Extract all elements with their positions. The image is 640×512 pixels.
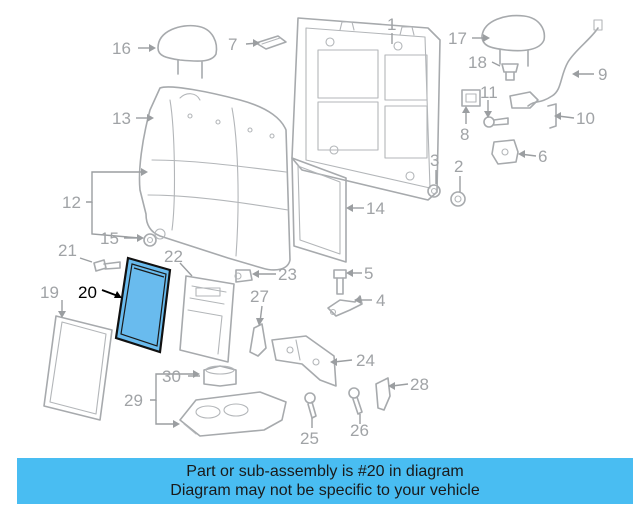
callout-12: 12 — [62, 193, 81, 212]
callout-15: 15 — [100, 229, 119, 248]
part-13-seatback-cushion — [138, 86, 291, 271]
part-24-bracket — [271, 335, 337, 387]
callout-6: 6 — [538, 147, 547, 166]
callout-23: 23 — [278, 265, 297, 284]
part-15-grommet-b — [154, 228, 166, 240]
part-9-cable — [527, 19, 603, 107]
callout-26: 26 — [350, 421, 369, 440]
leader-lines — [58, 33, 594, 428]
part-5-bolt — [333, 269, 347, 295]
callout-3: 3 — [430, 151, 439, 170]
callout-19: 19 — [40, 283, 59, 302]
callout-5: 5 — [364, 264, 373, 283]
callout-14: 14 — [366, 199, 385, 218]
callout-4: 4 — [376, 291, 385, 310]
callout-22: 22 — [164, 247, 183, 266]
callout-7: 7 — [228, 35, 237, 54]
part-8-button — [461, 89, 481, 107]
callout-29: 29 — [124, 391, 143, 410]
part-16-headrest — [157, 24, 218, 79]
part-30-cupholder — [203, 365, 237, 387]
callout-9: 9 — [598, 65, 607, 84]
caption-banner: Part or sub-assembly is #20 in diagram D… — [17, 458, 633, 504]
caption-line-2: Diagram may not be specific to your vehi… — [170, 482, 480, 499]
part-26-bolt — [348, 387, 363, 415]
part-20-highlighted-panel — [114, 256, 172, 354]
part-25-bolt — [304, 392, 317, 419]
part-29-armrest — [179, 391, 287, 437]
callout-2: 2 — [454, 157, 463, 176]
part-23-plug — [234, 269, 253, 283]
parts-diagram-svg: 1 2 3 4 5 6 7 8 9 10 11 12 13 14 15 16 1… — [40, 14, 607, 448]
callout-25: 25 — [300, 429, 319, 448]
part-3-bushing — [427, 184, 441, 198]
part-14-back-panel — [291, 157, 347, 263]
part-15-grommet — [143, 233, 157, 247]
callout-labels: 1 2 3 4 5 6 7 8 9 10 11 12 13 14 15 16 1… — [40, 15, 607, 448]
callout-24: 24 — [356, 351, 375, 370]
parts-diagram: 1 2 3 4 5 6 7 8 9 10 11 12 13 14 15 16 1… — [40, 14, 607, 448]
part-27-clip — [249, 323, 267, 357]
callout-13: 13 — [112, 109, 131, 128]
callout-18: 18 — [468, 53, 487, 72]
part-19-panel — [43, 315, 113, 421]
part-7-clip — [255, 35, 287, 50]
callout-1: 1 — [387, 15, 396, 34]
part-11-screw — [483, 116, 509, 128]
callout-8: 8 — [460, 125, 469, 144]
callout-28: 28 — [410, 375, 429, 394]
callout-21: 21 — [58, 241, 77, 260]
part-2-bushing — [450, 191, 466, 207]
callout-16: 16 — [112, 39, 131, 58]
callout-10: 10 — [576, 109, 595, 128]
caption-line-1: Part or sub-assembly is #20 in diagram — [186, 463, 464, 480]
part-18-guide — [501, 63, 519, 81]
part-17-headrest — [481, 14, 546, 67]
part-28-bracket — [375, 377, 391, 411]
callout-20: 20 — [78, 283, 97, 302]
callout-30: 30 — [162, 367, 181, 386]
part-21-bolt — [93, 259, 121, 272]
part-6-latch — [491, 139, 519, 165]
callout-27: 27 — [250, 287, 269, 306]
part-22-bezel — [179, 275, 235, 363]
callout-17: 17 — [448, 29, 467, 48]
callout-11: 11 — [480, 83, 498, 102]
